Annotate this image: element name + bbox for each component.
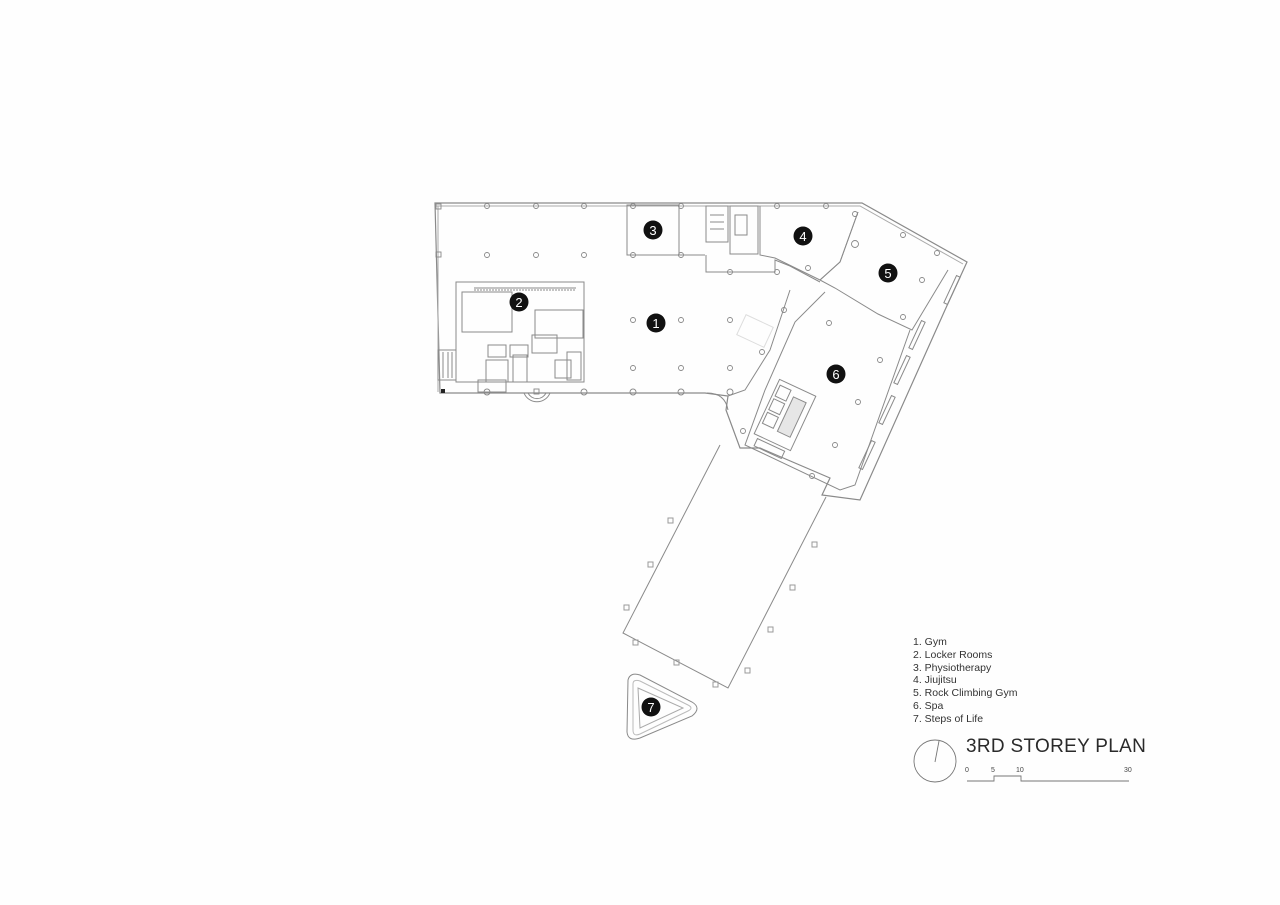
svg-text:4: 4 bbox=[799, 229, 806, 244]
room-marker-6 bbox=[826, 364, 846, 384]
svg-text:3: 3 bbox=[649, 223, 656, 238]
legend-item: 1. Gym bbox=[913, 636, 947, 648]
room-marker-4 bbox=[793, 226, 813, 246]
svg-text:6: 6 bbox=[832, 367, 839, 382]
room-marker-7 bbox=[641, 697, 661, 717]
room-marker-2 bbox=[509, 292, 529, 312]
legend-item: 3. Physiotherapy bbox=[913, 661, 992, 674]
legend-item: 4. Jiujitsu bbox=[913, 674, 957, 687]
room-markers: 1 2 3 4 5 6 7 bbox=[509, 220, 898, 717]
plan-title: 3RD STOREY PLAN bbox=[966, 736, 1147, 757]
svg-text:5: 5 bbox=[884, 266, 891, 281]
building-outline bbox=[434, 202, 968, 501]
svg-text:1: 1 bbox=[652, 316, 659, 331]
scale-tick-label: 10 bbox=[1016, 767, 1024, 774]
room-spa bbox=[744, 291, 911, 491]
north-arrow-icon bbox=[913, 739, 957, 783]
room-marker-1 bbox=[646, 313, 666, 333]
legend-item: 2. Locker Rooms bbox=[913, 648, 993, 661]
legend: 1. Gym 2. Locker Rooms 3. Physiotherapy … bbox=[913, 636, 1017, 726]
room-marker-3 bbox=[643, 220, 663, 240]
room-marker-5 bbox=[878, 263, 898, 283]
svg-text:2: 2 bbox=[515, 295, 522, 310]
scale-tick-label: 30 bbox=[1124, 767, 1132, 774]
legend-item: 7. Steps of Life bbox=[913, 712, 984, 725]
scale-tick-label: 5 bbox=[991, 767, 995, 774]
svg-text:7: 7 bbox=[647, 700, 654, 715]
scale-bar bbox=[967, 775, 1129, 782]
steps-of-life-triangle bbox=[626, 673, 698, 740]
legend-item: 5. Rock Climbing Gym bbox=[913, 687, 1018, 700]
legend-item: 6. Spa bbox=[913, 699, 944, 712]
scale-tick-label: 0 bbox=[965, 767, 969, 774]
room-rock-climbing bbox=[819, 211, 949, 331]
